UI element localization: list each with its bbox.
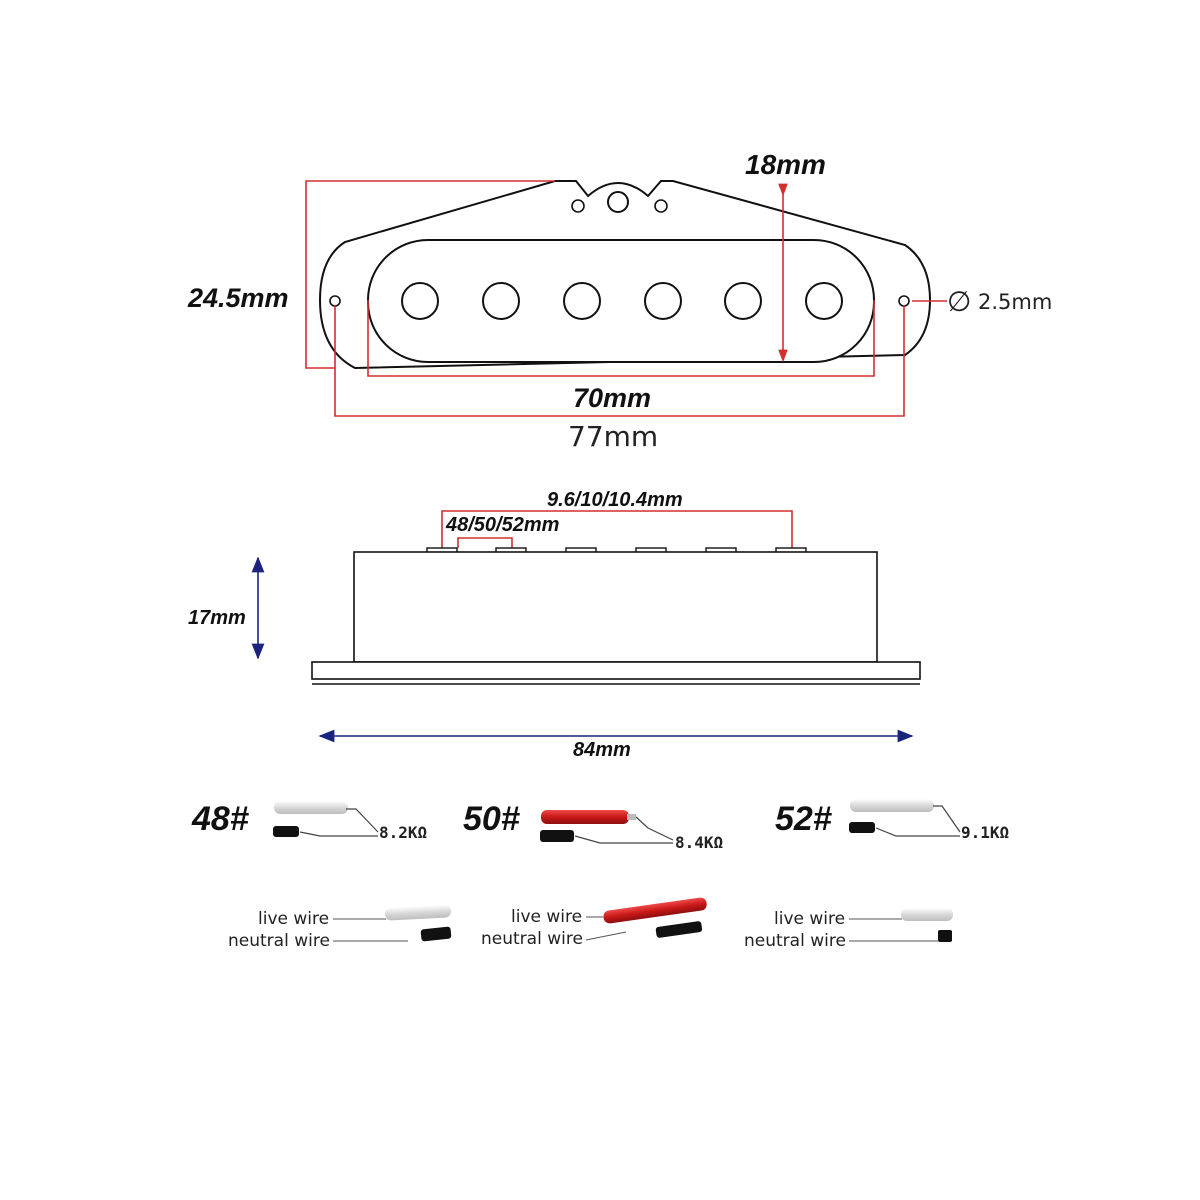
model-50: 50# 8.4KΩ <box>463 800 723 852</box>
outer-length-label: 77mm <box>568 420 658 453</box>
pole-piece <box>644 282 682 320</box>
pole-piece <box>401 282 439 320</box>
white-wire-icon <box>274 801 348 814</box>
black-wire-icon <box>273 826 299 837</box>
height-label: 24.5mm <box>187 283 289 313</box>
bobbin-outline <box>367 239 875 363</box>
pole-pieces <box>401 282 843 320</box>
neutral-wire-icon <box>655 921 703 938</box>
screw-hole-left-icon <box>329 295 341 307</box>
neutral-wire-label: neutral wire <box>481 929 583 949</box>
pole-piece <box>482 282 520 320</box>
string-spacing-label: 48/50/52mm <box>445 514 559 536</box>
neutral-wire-label: neutral wire <box>744 931 846 951</box>
side-bobbin-body <box>353 551 878 663</box>
neutral-wire-icon <box>938 930 952 942</box>
red-wire-icon <box>541 810 629 824</box>
model-name: 50# <box>463 800 520 838</box>
side-pole-tops <box>426 547 807 554</box>
diameter-icon: ∅ <box>947 285 971 318</box>
model-52: 52# 9.1KΩ <box>775 799 1009 842</box>
neutral-wire-icon <box>420 926 452 942</box>
pole-piece <box>805 282 843 320</box>
black-wire-icon <box>540 830 574 842</box>
black-wire-icon <box>849 822 875 833</box>
hole-diameter-label: 2.5mm <box>978 290 1052 314</box>
side-baseplate <box>311 661 921 680</box>
pole-piece <box>563 282 601 320</box>
resistance-label: 8.2KΩ <box>379 823 427 842</box>
live-wire-icon <box>603 897 707 924</box>
inner-length-label: 70mm <box>573 383 651 413</box>
wire-tip-icon <box>627 814 636 820</box>
width-label: 18mm <box>745 149 826 180</box>
mount-hole-icon <box>654 199 668 213</box>
top-view: 18mm 24.5mm 70mm 77mm ∅ 2.5mm <box>187 149 1052 453</box>
model-name: 52# <box>775 800 832 838</box>
screw-hole-right-icon <box>898 295 910 307</box>
live-wire-icon <box>385 904 452 921</box>
wiring-48: live wire neutral wire <box>228 904 452 951</box>
live-wire-label: live wire <box>774 909 845 929</box>
side-view: 9.6/10/10.4mm 48/50/52mm 17mm 84mm <box>188 489 921 761</box>
white-wire-icon <box>850 799 934 812</box>
pole-spacing-label: 9.6/10/10.4mm <box>547 489 683 511</box>
neutral-wire-label: neutral wire <box>228 931 330 951</box>
live-wire-label: live wire <box>258 909 329 929</box>
top-dimension-lines <box>305 180 947 417</box>
mount-hole-icon <box>571 199 585 213</box>
resistance-label: 8.4KΩ <box>675 833 723 852</box>
wiring-52: live wire neutral wire <box>744 908 953 951</box>
wiring-50: live wire neutral wire <box>481 897 707 949</box>
side-height-label: 17mm <box>188 607 246 629</box>
side-length-label: 84mm <box>573 739 631 761</box>
side-dimension-lines <box>441 510 793 548</box>
live-wire-icon <box>901 908 953 921</box>
center-hole-icon <box>607 191 629 213</box>
resistance-label: 9.1KΩ <box>961 823 1009 842</box>
model-48: 48# 8.2KΩ <box>191 800 427 842</box>
pole-piece <box>724 282 762 320</box>
live-wire-label: live wire <box>511 907 582 927</box>
model-name: 48# <box>191 800 249 838</box>
